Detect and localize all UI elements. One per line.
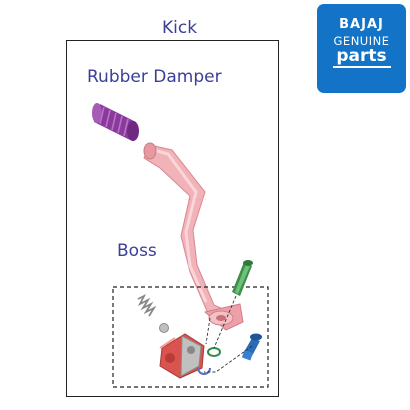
rubber-damper-label: Rubber Damper <box>87 67 222 87</box>
boss-group-outline <box>112 286 269 388</box>
diagram-frame <box>66 40 279 397</box>
kick-label: Kick <box>162 18 198 38</box>
green-bolt-illustration <box>232 260 253 296</box>
logo-parts: parts <box>336 46 387 66</box>
kick-lever-illustration <box>143 142 244 331</box>
logo-genuine: GENUINE <box>333 34 390 48</box>
boss-label: Boss <box>117 241 157 261</box>
watermark: ··· ····· <box>185 197 207 204</box>
assembly-guide-lines <box>204 295 253 373</box>
washer-illustration <box>207 347 221 357</box>
bajaj-genuine-parts-logo: BAJAJ GENUINE parts <box>317 4 406 93</box>
ball-illustration <box>159 323 169 333</box>
rubber-damper-illustration <box>92 103 139 141</box>
spring-illustration <box>137 293 157 317</box>
circlip-illustration <box>197 367 211 375</box>
blue-bolt-illustration <box>241 333 262 361</box>
boss-block-illustration <box>159 333 205 379</box>
logo-brand: BAJAJ <box>339 17 384 32</box>
logo-underline <box>332 66 391 68</box>
